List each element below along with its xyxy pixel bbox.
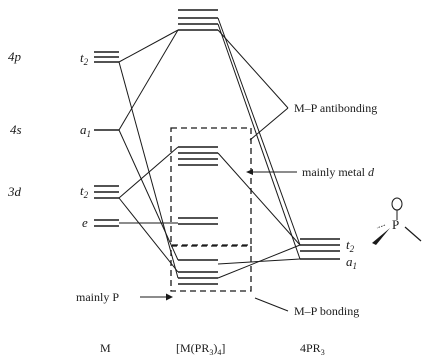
ligand-orbital-labels: t2 a1 bbox=[346, 237, 357, 271]
sym-4s-a: a1 bbox=[80, 122, 91, 139]
label-metal-d: mainly metal d bbox=[302, 165, 375, 179]
correlation-line bbox=[118, 29, 179, 63]
label-column-complex: [M(PR3)4] bbox=[176, 341, 225, 357]
sym-3d-e: e bbox=[82, 215, 88, 230]
correlation-line bbox=[118, 146, 179, 199]
label-bonding: M–P bonding bbox=[294, 304, 359, 318]
leader-antibonding-box bbox=[249, 107, 289, 141]
correlation-line bbox=[118, 129, 179, 261]
leader-antibonding-top bbox=[217, 29, 289, 109]
label-4p: 4p bbox=[8, 49, 22, 64]
sym-ligand-t: t2 bbox=[346, 237, 355, 254]
column-labels: M [M(PR3)4] 4PR3 bbox=[100, 341, 325, 357]
leader-mainly-p-arrowhead bbox=[166, 293, 173, 301]
label-4s: 4s bbox=[10, 122, 22, 137]
label-antibonding: M–P antibonding bbox=[294, 101, 377, 115]
correlation-lines bbox=[118, 17, 301, 279]
correlation-line bbox=[217, 23, 301, 260]
leader-bonding bbox=[254, 297, 289, 312]
metal-orbital-labels: 4p 4s 3d t2 a1 t2 e bbox=[7, 49, 91, 230]
bonding-box bbox=[170, 245, 252, 292]
annotation-leaders bbox=[140, 29, 297, 312]
sym-3d-t: t2 bbox=[80, 183, 89, 200]
correlation-line bbox=[118, 61, 179, 279]
correlation-line bbox=[217, 17, 301, 246]
label-mainly-p: mainly P bbox=[76, 290, 119, 304]
correlation-line bbox=[217, 258, 301, 265]
correlation-line bbox=[118, 197, 179, 273]
metal-levels bbox=[94, 51, 119, 227]
correlation-line bbox=[217, 152, 301, 246]
annotations: M–P antibonding mainly metal d M–P bondi… bbox=[76, 101, 377, 318]
phosphine-icon: P bbox=[372, 197, 422, 245]
sym-ligand-a: a1 bbox=[346, 254, 357, 271]
metal-d-box bbox=[170, 127, 252, 246]
correlation-line bbox=[118, 29, 179, 131]
complex-levels bbox=[178, 9, 218, 285]
leader-metal-d-arrowhead bbox=[246, 169, 253, 175]
label-column-metal: M bbox=[100, 341, 111, 355]
ligand-levels bbox=[300, 238, 340, 260]
phosphine-p-label: P bbox=[392, 217, 399, 232]
label-column-ligand: 4PR3 bbox=[300, 341, 325, 357]
sym-4p-t: t2 bbox=[80, 50, 89, 67]
label-3d: 3d bbox=[7, 184, 22, 199]
